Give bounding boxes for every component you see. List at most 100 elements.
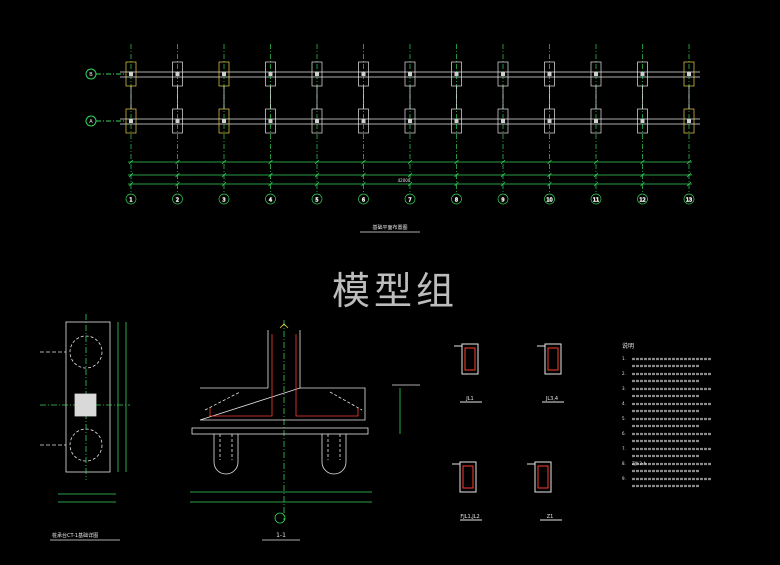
detail-stirrup [464,347,476,371]
dim-tick [175,181,180,187]
plan-column [547,72,552,76]
detail-stirrup [547,347,559,371]
axis-bubble [172,193,183,205]
axis-bubble [683,193,695,205]
plan-column [594,72,598,76]
axis-bubble [637,193,648,205]
dim-tick [361,181,366,187]
plan-column [361,119,366,123]
axis-bubble [125,193,137,205]
dim-tick [686,159,692,165]
axis-label: 7 [408,198,411,204]
axis-bubble [544,193,555,205]
plan-total-dim: 42000 [398,178,411,183]
dim-tick [128,181,134,187]
axis-bubble [404,193,416,205]
plan-column [268,72,273,76]
dim-tick [361,172,366,178]
dim-tick [314,172,320,178]
row-label: B [89,72,93,78]
dim-tick [407,181,413,187]
dim-tick [640,181,645,187]
section-title: 1-1 [276,532,286,539]
dim-tick [500,181,506,187]
axis-bubble [497,193,509,205]
axis-label: 8 [455,198,458,204]
dim-tick [593,172,599,178]
dim-tick [547,159,552,165]
plan-column [175,72,180,76]
axis-label: 3 [222,198,225,204]
axis-label: 5 [315,198,318,204]
plan-column [315,72,319,76]
detail-label: FJL1,JL2 [460,514,479,520]
plan-column [547,119,552,123]
axis-label: 2 [176,198,179,204]
note-number: 1. [622,356,626,361]
dim-tick [128,172,134,178]
plan-column [594,119,598,123]
dim-tick [593,181,599,187]
dim-tick [547,181,552,187]
detail-outline [534,461,552,493]
plan-column [454,119,459,123]
notes-code: ZJY-2-A [632,461,646,466]
plan-column [175,119,180,123]
detail-outline [459,461,477,493]
detail-label: JL3,4 [545,396,558,402]
axis-bubble [590,193,602,205]
axis-bubble [358,193,369,205]
dim-tick [686,172,692,178]
dim-tick [361,159,366,165]
detail-label: Z1 [547,514,554,520]
plan-column [501,72,505,76]
axis-bubble [218,193,230,205]
detail-label: JL1 [465,396,473,402]
dim-tick [500,172,506,178]
watermark: 模型组 [332,269,459,313]
dim-tick [314,159,320,165]
axis-bubble [265,193,276,205]
plan-column [129,119,133,123]
detail-stirrup [462,465,474,489]
dim-tick [593,159,599,165]
note-number: 9. [622,476,626,481]
plan-column [640,119,645,123]
plan-column [361,72,366,76]
dim-tick [686,181,692,187]
plan-column [129,72,133,76]
axis-label: 4 [269,198,272,204]
dim-tick [454,181,459,187]
pile-cap-title: 桩承台CT-1基础详图 [52,532,98,539]
detail-stirrup [537,465,549,489]
plan-column [687,119,691,123]
plan-title: 基础平面布置图 [372,224,407,231]
dim-tick [500,159,506,165]
plan-column [222,119,226,123]
axis-label: 6 [362,198,365,204]
axis-label: 12 [639,198,645,204]
section-1-1 [190,320,420,524]
dim-tick [268,181,273,187]
plan-column [315,119,319,123]
dim-tick [268,172,273,178]
dim-tick [547,172,552,178]
note-number: 4. [622,401,626,406]
dim-tick [640,159,645,165]
dim-tick [314,181,320,187]
plan-column [408,119,412,123]
dim-tick [221,172,227,178]
note-number: 6. [622,431,626,436]
note-number: 2. [622,371,626,376]
dim-tick [221,181,227,187]
notes: 说明 1.2.3.4.5.6.7.8.9. ZJY-2-A [622,342,712,488]
plan-column [454,72,459,76]
dim-tick [128,159,134,165]
plan-column [640,72,645,76]
axis-label: 13 [686,198,692,204]
note-number: 8. [622,461,626,466]
dim-tick [175,172,180,178]
